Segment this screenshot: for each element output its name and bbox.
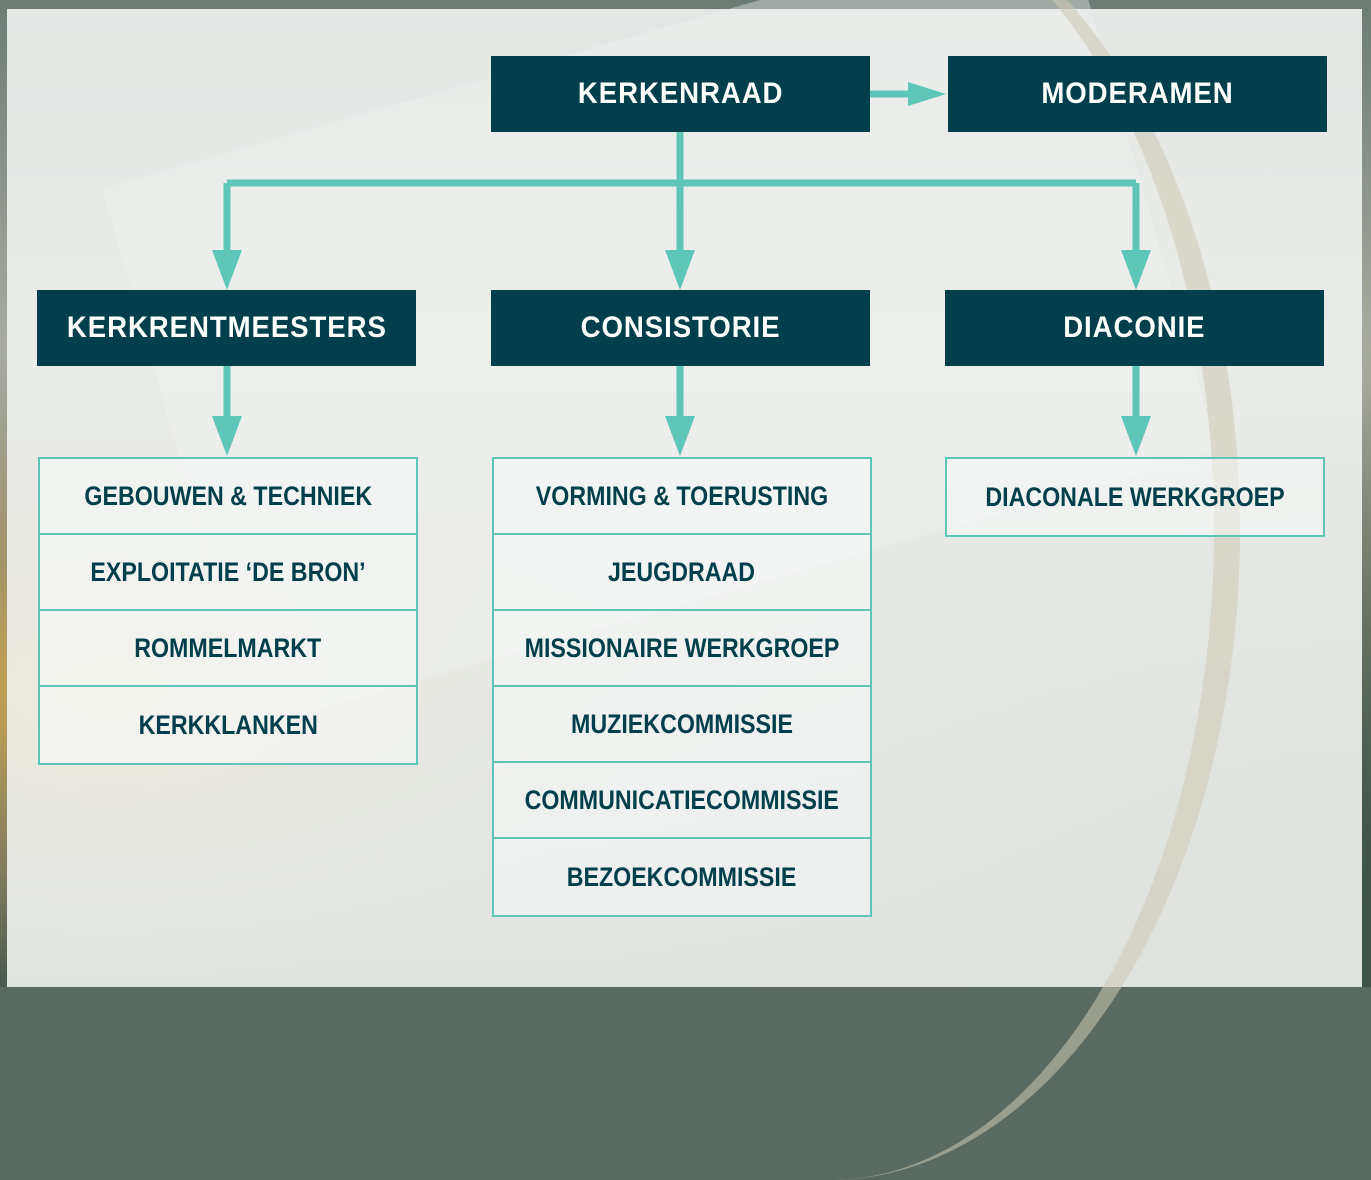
branch-title: CONSISTORIE — [580, 311, 781, 344]
list-item: EXPLOITATIE ‘DE BRON’ — [40, 535, 416, 611]
list-item-label: BEZOEKCOMMISSIE — [567, 861, 797, 892]
arrowhead-center-list — [665, 416, 695, 456]
node-root-label: KERKENRAAD — [577, 77, 784, 110]
list-item-label: JEUGDRAAD — [608, 556, 756, 587]
arrowhead-side — [908, 82, 946, 106]
list-item-label: KERKKLANKEN — [138, 709, 318, 740]
list-kerkrentmeesters: GEBOUWEN & TECHNIEK EXPLOITATIE ‘DE BRON… — [38, 457, 418, 765]
node-branch-diaconie: DIACONIE — [945, 290, 1324, 366]
list-item: BEZOEKCOMMISSIE — [494, 839, 870, 915]
list-item: KERKKLANKEN — [40, 687, 416, 763]
list-item: MUZIEKCOMMISSIE — [494, 687, 870, 763]
arrowhead-right-list — [1121, 416, 1151, 456]
branch-title: DIACONIE — [1063, 311, 1206, 344]
org-chart: KERKENRAAD MODERAMEN KERKRENTMEESTERS CO… — [37, 56, 1327, 917]
arrowhead-left-list — [212, 416, 242, 456]
branch-title: KERKRENTMEESTERS — [66, 311, 387, 344]
list-item-label: MISSIONAIRE WERKGROEP — [524, 632, 840, 663]
list-item: JEUGDRAAD — [494, 535, 870, 611]
arrowhead-center — [665, 250, 695, 290]
list-item: DIACONALE WERKGROEP — [947, 459, 1323, 535]
list-item-label: DIACONALE WERKGROEP — [985, 481, 1285, 512]
list-item: COMMUNICATIECOMMISSIE — [494, 763, 870, 839]
list-item-label: VORMING & TOERUSTING — [535, 480, 829, 511]
list-diaconie: DIACONALE WERKGROEP — [945, 457, 1325, 537]
node-root: KERKENRAAD — [491, 56, 870, 132]
list-item: GEBOUWEN & TECHNIEK — [40, 459, 416, 535]
node-branch-kerkrentmeesters: KERKRENTMEESTERS — [37, 290, 416, 366]
node-branch-consistorie: CONSISTORIE — [491, 290, 870, 366]
connector-lines — [212, 82, 1151, 456]
list-item: MISSIONAIRE WERKGROEP — [494, 611, 870, 687]
list-item-label: ROMMELMARKT — [134, 632, 322, 663]
list-item: ROMMELMARKT — [40, 611, 416, 687]
list-item: VORMING & TOERUSTING — [494, 459, 870, 535]
list-item-label: COMMUNICATIECOMMISSIE — [524, 784, 840, 815]
arrowhead-left — [212, 250, 242, 290]
arrowhead-right — [1121, 250, 1151, 290]
list-consistorie: VORMING & TOERUSTING JEUGDRAAD MISSIONAI… — [492, 457, 872, 917]
node-side: MODERAMEN — [948, 56, 1327, 132]
list-item-label: GEBOUWEN & TECHNIEK — [84, 480, 372, 511]
list-item-label: EXPLOITATIE ‘DE BRON’ — [90, 556, 366, 587]
node-side-label: MODERAMEN — [1041, 77, 1234, 110]
list-item-label: MUZIEKCOMMISSIE — [571, 708, 793, 739]
